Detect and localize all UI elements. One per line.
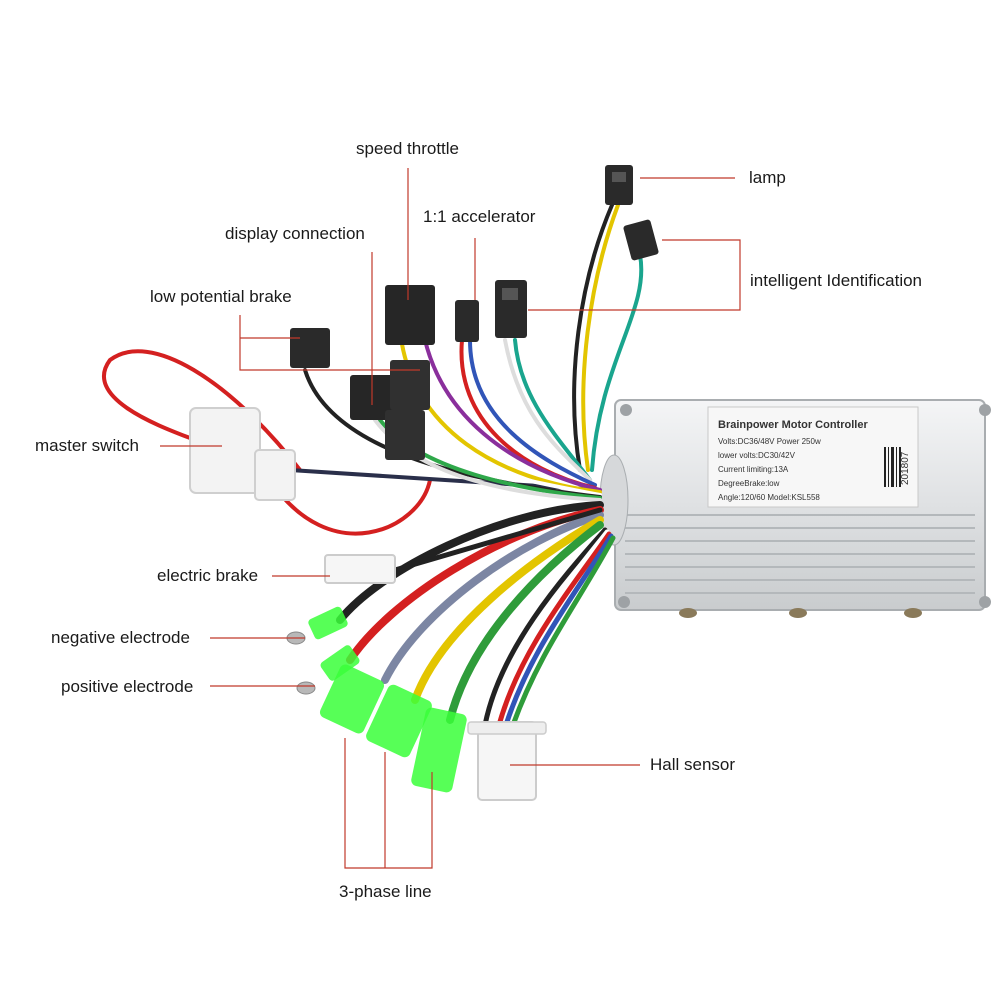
mount-nut-icon bbox=[789, 608, 807, 618]
phase-line-terminals bbox=[319, 664, 467, 793]
low-potential-brake-connector bbox=[290, 328, 330, 368]
low-potential-brake-leader-a bbox=[239, 315, 420, 371]
controller-spec-lower-volts: lower volts:DC30/42V bbox=[718, 451, 796, 460]
lamp-connector bbox=[605, 165, 633, 205]
lower-wire-harness bbox=[336, 501, 604, 724]
display-connector bbox=[350, 285, 435, 460]
master-switch-loop-wire bbox=[101, 349, 302, 472]
screw-icon bbox=[620, 404, 632, 416]
intelligent-identification-connector bbox=[623, 219, 659, 261]
electric-brake-connector bbox=[324, 554, 396, 584]
upper-wire-harness bbox=[303, 203, 644, 502]
barcode-icon bbox=[884, 447, 901, 487]
leader-lines bbox=[160, 168, 741, 869]
controller-spec-volts: Volts:DC36/48V Power 250w bbox=[718, 437, 821, 446]
mount-nut-icon bbox=[904, 608, 922, 618]
label-lamp: lamp bbox=[749, 168, 786, 187]
intelligent-identification-leader bbox=[528, 239, 741, 311]
master-switch-connector bbox=[189, 407, 296, 501]
negative-electrode-terminal bbox=[286, 606, 348, 645]
label-accelerator: 1:1 accelerator bbox=[423, 207, 536, 226]
label-speed-throttle: speed throttle bbox=[356, 139, 460, 158]
screw-icon bbox=[618, 596, 630, 608]
label-three-phase-line: 3-phase line bbox=[339, 882, 432, 901]
positive-electrode-terminal bbox=[296, 645, 360, 695]
controller-title: Brainpower Motor Controller bbox=[718, 419, 868, 431]
hall-sensor-wires bbox=[392, 507, 616, 728]
label-hall-sensor: Hall sensor bbox=[650, 755, 736, 774]
speed-throttle-connector bbox=[455, 300, 479, 342]
hall-sensor-connector bbox=[467, 721, 547, 801]
label-electric-brake: electric brake bbox=[157, 566, 259, 585]
screw-icon bbox=[979, 596, 991, 608]
accelerator-connector bbox=[495, 280, 527, 338]
controller-spec-brake: DegreeBrake:low bbox=[718, 479, 780, 488]
controller-spec-model: Angle:120/60 Model:KSL558 bbox=[718, 493, 820, 502]
label-intelligent-identification: intelligent Identification bbox=[750, 271, 923, 290]
three-phase-leader-a bbox=[344, 738, 433, 869]
controller-serial: 201807 bbox=[900, 451, 911, 485]
label-low-potential-brake: low potential brake bbox=[150, 287, 292, 306]
master-switch-return-wire bbox=[268, 478, 432, 536]
label-master-switch: master switch bbox=[35, 436, 139, 455]
label-display-connection: display connection bbox=[225, 224, 365, 243]
controller-box: Brainpower Motor Controller Volts:DC36/4… bbox=[599, 399, 991, 618]
screw-icon bbox=[979, 404, 991, 416]
controller-label-plate bbox=[707, 406, 919, 508]
controller-spec-current: Current limiting:13A bbox=[718, 465, 789, 474]
label-negative-electrode: negative electrode bbox=[51, 628, 190, 647]
label-positive-electrode: positive electrode bbox=[61, 677, 194, 696]
mount-nut-icon bbox=[679, 608, 697, 618]
